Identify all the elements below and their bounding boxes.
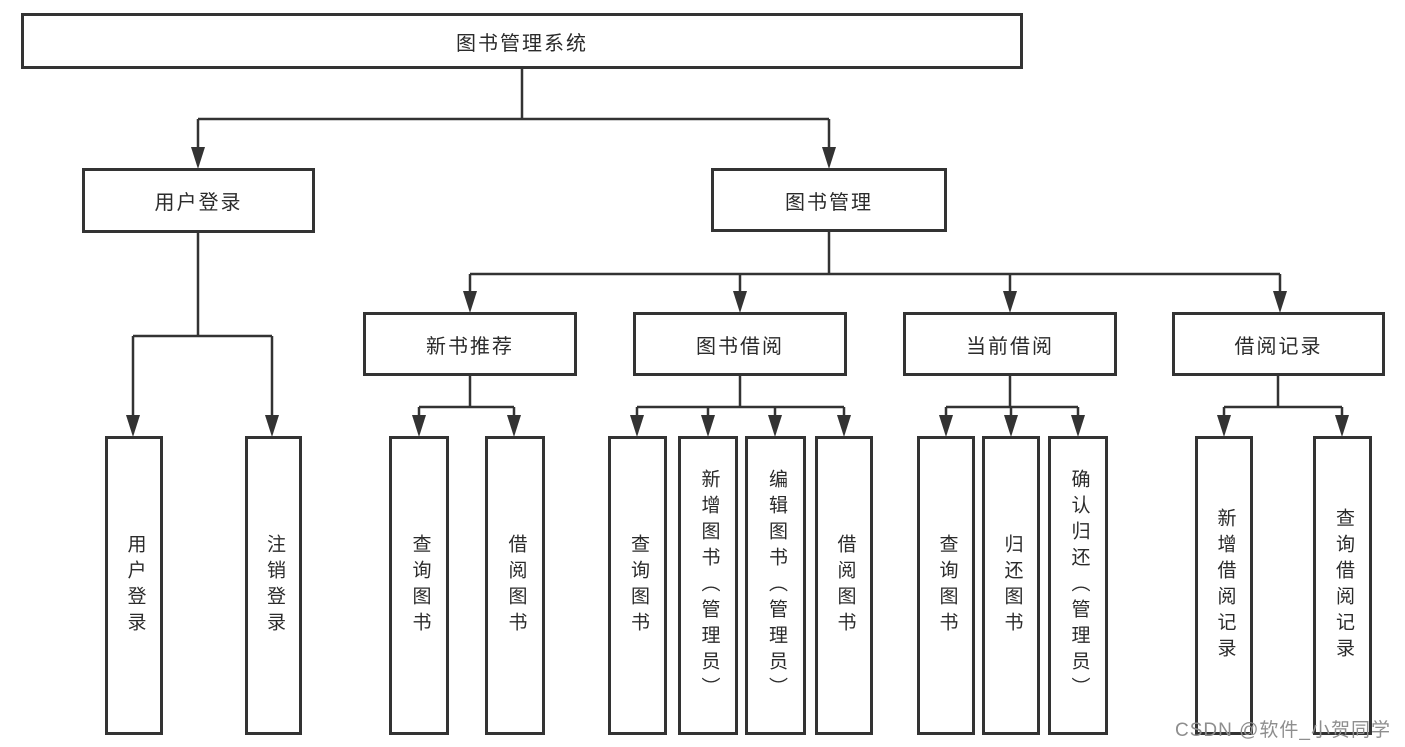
node-library-system-label: 图书管理系统 [456, 32, 588, 55]
node-book-borrow: 图书借阅 [633, 312, 847, 376]
leaf-edit-books-admin-label: 编辑图书（管理员） [765, 468, 787, 703]
leaf-logout-label: 注销登录 [263, 533, 285, 638]
node-borrow-records: 借阅记录 [1172, 312, 1385, 376]
leaf-query-books-recommend: 查询图书 [389, 436, 449, 735]
leaf-confirm-return-admin-label: 确认归还（管理员） [1068, 468, 1090, 703]
node-new-book-recommend-label: 新书推荐 [426, 335, 514, 358]
node-library-system: 图书管理系统 [21, 13, 1023, 69]
leaf-return-books: 归还图书 [982, 436, 1040, 735]
leaf-add-borrow-record-label: 新增借阅记录 [1214, 507, 1236, 664]
leaf-logout: 注销登录 [245, 436, 302, 735]
leaf-add-borrow-record: 新增借阅记录 [1195, 436, 1253, 735]
leaf-user-login-label: 用户登录 [124, 533, 146, 638]
node-current-borrow-label: 当前借阅 [966, 335, 1054, 358]
node-user-login: 用户登录 [82, 168, 315, 233]
leaf-return-books-label: 归还图书 [1001, 533, 1023, 638]
leaf-query-books-current: 查询图书 [917, 436, 975, 735]
leaf-query-books-recommend-label: 查询图书 [409, 533, 431, 638]
leaf-query-books-borrow-label: 查询图书 [627, 533, 649, 638]
leaf-add-books-admin-label: 新增图书（管理员） [698, 468, 720, 703]
connector-user-login-to-leaves [126, 233, 279, 437]
connector-borrow-records-to-leaves [1217, 376, 1349, 437]
node-new-book-recommend: 新书推荐 [363, 312, 577, 376]
node-book-management: 图书管理 [711, 168, 947, 232]
connector-book-management-to-level3 [463, 232, 1287, 313]
leaf-query-books-borrow: 查询图书 [608, 436, 667, 735]
node-book-borrow-label: 图书借阅 [696, 335, 784, 358]
leaf-query-books-current-label: 查询图书 [936, 533, 958, 638]
node-user-login-label: 用户登录 [154, 192, 243, 214]
node-current-borrow: 当前借阅 [903, 312, 1117, 376]
leaf-confirm-return-admin: 确认归还（管理员） [1048, 436, 1108, 735]
leaf-borrow-books: 借阅图书 [815, 436, 873, 735]
node-borrow-records-label: 借阅记录 [1234, 335, 1323, 358]
connector-new-book-to-leaves [412, 376, 521, 437]
leaf-add-books-admin: 新增图书（管理员） [678, 436, 738, 735]
leaf-borrow-books-recommend: 借阅图书 [485, 436, 545, 735]
csdn-watermark: CSDN @软件_小贺同学 [1175, 720, 1391, 741]
node-book-management-label: 图书管理 [785, 191, 873, 214]
leaf-query-borrow-record: 查询借阅记录 [1313, 436, 1372, 735]
connector-root-to-level2 [191, 69, 836, 169]
connector-current-borrow-to-leaves [939, 376, 1085, 437]
leaf-edit-books-admin: 编辑图书（管理员） [745, 436, 806, 735]
leaf-borrow-books-label: 借阅图书 [834, 533, 856, 638]
connector-book-borrow-to-leaves [630, 376, 851, 437]
leaf-borrow-books-recommend-label: 借阅图书 [505, 533, 527, 638]
leaf-query-borrow-record-label: 查询借阅记录 [1332, 507, 1354, 664]
leaf-user-login: 用户登录 [105, 436, 163, 735]
